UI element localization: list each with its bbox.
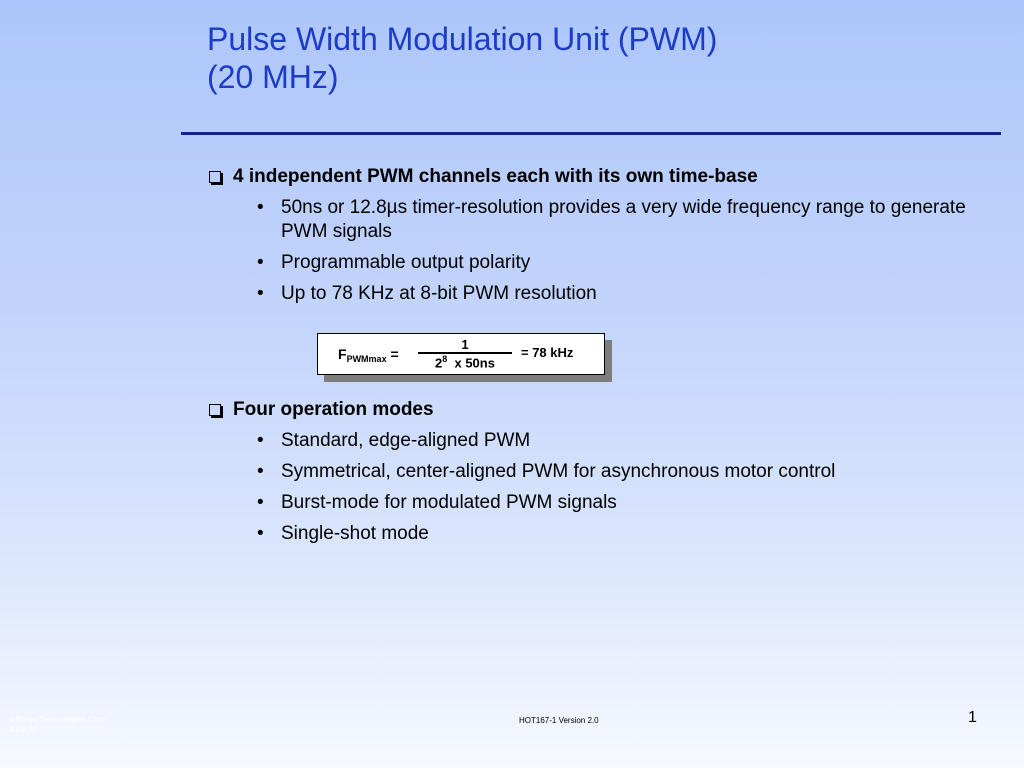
formula-denominator: 28 x 50ns [435,354,495,371]
section-heading-text: 4 independent PWM channels each with its… [233,166,758,187]
bullet-item: 50ns or 12.8µs timer-resolution provides… [207,196,981,244]
section-operation-modes: Four operation modes Standard, edge-alig… [207,398,1007,546]
fraction-bar [418,352,512,354]
bullet-list: 50ns or 12.8µs timer-resolution provides… [207,196,1007,306]
footer-date: June 99 [9,725,38,734]
section-pwm-channels: 4 independent PWM channels each with its… [207,165,1007,306]
slide-title-line-1: Pulse Width Modulation Unit (PWM) [207,21,718,57]
formula-result: = 78 kHz [521,345,574,360]
bullet-item: Burst-mode for modulated PWM signals [207,491,981,515]
section-heading: 4 independent PWM channels each with its… [207,165,1007,189]
footer-course-version: HOT167-1 Version 2.0 [519,716,599,725]
checkbox-bullet-icon [209,171,221,183]
checkbox-bullet-icon [209,404,221,416]
bullet-item: Programmable output polarity [207,251,981,275]
section-heading: Four operation modes [207,398,1007,422]
bullet-list: Standard, edge-aligned PWM Symmetrical, … [207,429,1007,546]
footer-company-name: Infineon Technologies Corp. [9,715,109,724]
formula-numerator: 1 [461,337,469,352]
slide-title-line-2: (20 MHz) [207,59,339,95]
formula-exponent: 8 [442,354,448,364]
bullet-item: Single-shot mode [207,522,981,546]
page-number: 1 [968,709,977,726]
slide-title: Pulse Width Modulation Unit (PWM) (20 MH… [207,20,987,96]
section-heading-text: Four operation modes [233,399,434,420]
formula-lhs: FPWMmax = [338,346,399,364]
footer-company: Infineon Technologies Corp. June 99 [9,715,108,735]
bullet-item: Standard, edge-aligned PWM [207,429,981,453]
title-divider [181,132,1001,135]
formula-box: FPWMmax = 1 28 x 50ns = 78 kHz [317,333,605,375]
bullet-item: Up to 78 KHz at 8-bit PWM resolution [207,282,981,306]
formula-subscript: PWMmax [346,354,387,364]
bullet-item: Symmetrical, center-aligned PWM for asyn… [207,460,981,484]
